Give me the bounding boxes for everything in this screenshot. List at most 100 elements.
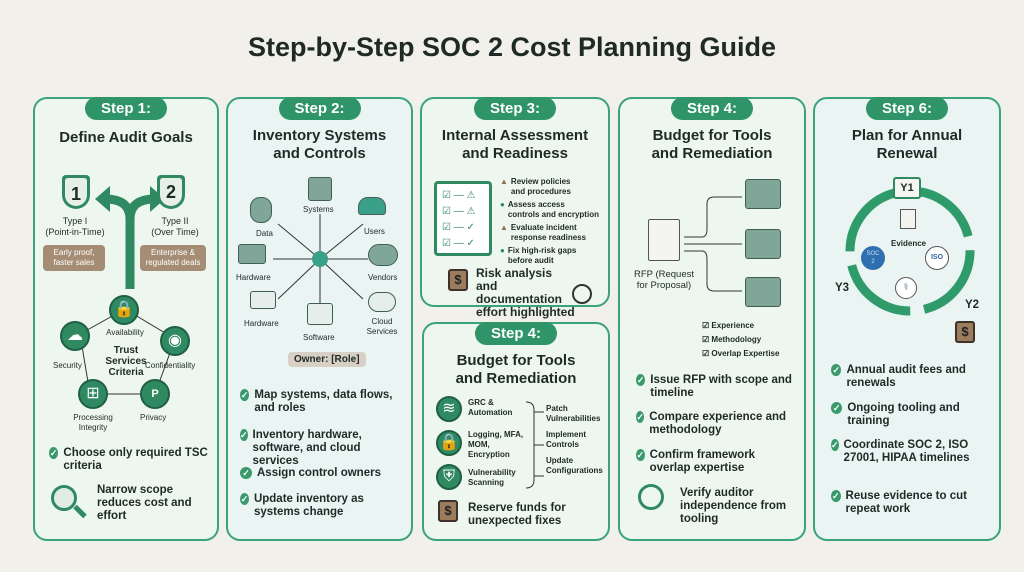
step4-title: Budget for Tools and Remediation bbox=[651, 127, 773, 162]
warning-icon: ▲ bbox=[500, 223, 508, 232]
check-icon: ✓ bbox=[636, 374, 646, 386]
reserve-text: Reserve funds for unexpected fixes bbox=[468, 502, 566, 527]
step1-bullet: ✓Choose only required TSC criteria bbox=[49, 447, 209, 473]
iso-badge-icon: ISO bbox=[925, 246, 949, 270]
criteria-text: Methodology bbox=[711, 335, 762, 344]
tsc-confidentiality: Confidentiality bbox=[145, 361, 196, 370]
action-update: Update Configurations bbox=[546, 456, 603, 475]
criteria-item: ☑ Experience bbox=[702, 321, 755, 330]
check-icon: ✓ bbox=[831, 490, 841, 502]
step4b-panel: Step 4: Budget for Tools and Remediation… bbox=[422, 322, 610, 541]
owner-tag: Owner: [Role] bbox=[288, 352, 366, 367]
step1-badge: Step 1: bbox=[84, 97, 168, 120]
tsc-availability: Availability bbox=[106, 328, 144, 337]
step2-panel: Step 2: Inventory Systems and Controls S… bbox=[226, 97, 413, 541]
independence-icon bbox=[638, 484, 664, 510]
check-icon: ✓ bbox=[831, 402, 843, 414]
assess-item: ●Fix high-risk gaps before audit bbox=[500, 246, 610, 266]
document-icon bbox=[648, 219, 680, 261]
network-lines bbox=[273, 214, 368, 304]
dollar-pin-icon: $ bbox=[438, 500, 458, 522]
scope-text: Narrow scope reduces cost and effort bbox=[97, 484, 192, 522]
check-icon: ✓ bbox=[240, 493, 249, 505]
rfp-label: RFP (Request for Proposal) bbox=[633, 269, 694, 291]
type2-label: Type II (Over Time) bbox=[151, 216, 199, 237]
step1-title: Define Audit Goals bbox=[59, 129, 193, 146]
bank-icon bbox=[745, 277, 781, 307]
step4-panel: Step 4: Budget for Tools and Remediation… bbox=[618, 97, 806, 541]
type2-number: 2 bbox=[160, 178, 182, 206]
soc2-badge-icon: SOC 2 bbox=[861, 246, 885, 270]
bank-icon bbox=[745, 179, 781, 209]
assess-item: ▲Evaluate incident response readiness bbox=[500, 223, 610, 243]
check-icon: ✓ bbox=[831, 364, 842, 376]
evidence-doc-icon bbox=[900, 209, 916, 229]
criteria-item: ☑ Methodology bbox=[702, 335, 762, 344]
tool-vuln: Vulnerability Scanning bbox=[468, 468, 516, 487]
step3-badge: Step 3: bbox=[473, 97, 557, 120]
y3-label: Y3 bbox=[835, 282, 850, 294]
criteria-list: ☑ Experience ☑ Methodology ☑ Overlap Exp… bbox=[702, 319, 779, 361]
lock-icon: 🔒 bbox=[109, 295, 139, 325]
item-text: Review policies and procedures bbox=[510, 177, 571, 196]
step2-bullet-1: ✓ Map systems, data flows, and roles bbox=[240, 389, 405, 415]
handshake-cloud-icon bbox=[368, 244, 398, 266]
step4-bullet-2: ✓Compare experience and methodology bbox=[636, 411, 796, 437]
check-icon: ✓ bbox=[240, 429, 248, 441]
bullet-text: Update inventory as systems change bbox=[253, 493, 364, 518]
step4-badge: Step 4: bbox=[670, 97, 754, 120]
tsc-privacy: Privacy bbox=[140, 413, 167, 422]
bullet-text: Issue RFP with scope and timeline bbox=[650, 374, 792, 399]
node-hardware1: Hardware bbox=[236, 273, 271, 282]
shield-2-icon: 2 bbox=[157, 175, 185, 209]
software-window-icon bbox=[307, 303, 333, 325]
verify-text: Verify auditor independence from tooling bbox=[680, 487, 787, 525]
iso-text: ISO bbox=[930, 254, 944, 261]
item-text: Fix high-risk gaps before audit bbox=[507, 246, 577, 265]
server-icon bbox=[308, 177, 332, 201]
layers-icon: ≋ bbox=[436, 396, 462, 422]
y2-label: Y2 bbox=[965, 299, 980, 311]
bullet-text: Confirm framework overlap expertise bbox=[649, 449, 756, 474]
flowchart-icon: ⊞ bbox=[78, 379, 108, 409]
lock-key-icon: 🔒 bbox=[436, 430, 462, 456]
step2-bullet-3: ✓Assign control owners bbox=[240, 467, 405, 480]
assess-item: ●Assess access controls and encryption bbox=[500, 200, 610, 220]
rfp-arrows bbox=[684, 196, 742, 292]
step4b-title: Budget for Tools and Remediation bbox=[455, 352, 577, 387]
type2-tag: Enterprise & regulated deals bbox=[140, 245, 206, 271]
node-hardware2: Hardware bbox=[244, 319, 279, 328]
step2-bullet-4: ✓ Update inventory as systems change bbox=[240, 493, 405, 519]
criteria-text: Overlap Expertise bbox=[711, 349, 780, 358]
tsc-security: Security bbox=[53, 361, 82, 370]
node-users: Users bbox=[364, 227, 385, 236]
assess-item: ▲Review policies and procedures bbox=[500, 177, 610, 197]
page-title: Step-by-Step SOC 2 Cost Planning Guide bbox=[247, 32, 777, 62]
step6-bullet-3: ✓Coordinate SOC 2, ISO 27001, HIPAA time… bbox=[831, 439, 996, 465]
node-systems: Systems bbox=[303, 205, 334, 214]
tool-logging: Logging, MFA, MOM, Encryption bbox=[468, 430, 524, 459]
soc-text: SOC 2 bbox=[866, 251, 880, 265]
evidence-label: Evidence bbox=[891, 239, 927, 248]
bullet-text: Annual audit fees and renewals bbox=[846, 364, 966, 389]
step3-items: ▲Review policies and procedures ●Assess … bbox=[500, 177, 610, 266]
bank-icon bbox=[745, 229, 781, 259]
check-icon: ✓ bbox=[240, 467, 252, 479]
bullet-text: Choose only required TSC criteria bbox=[63, 447, 208, 472]
bullet-text: Compare experience and methodology bbox=[649, 411, 787, 436]
bullet-text: Map systems, data flows, and roles bbox=[254, 389, 393, 414]
step6-panel: Step 6: Plan for Annual Renewal Y1 Y2 Y3… bbox=[813, 97, 1001, 541]
criteria-text: Experience bbox=[711, 321, 755, 330]
bracket-arrows bbox=[525, 401, 544, 489]
step2-title: Inventory Systems and Controls bbox=[252, 127, 387, 162]
check-icon: ✓ bbox=[240, 389, 250, 401]
check-icon: ● bbox=[500, 200, 505, 209]
tsc-center: Trust Services Criteria bbox=[105, 345, 147, 378]
step6-bullet-2: ✓ Ongoing tooling and training bbox=[831, 402, 996, 428]
action-patch: Patch Vulnerabilities bbox=[546, 404, 601, 423]
node-software: Software bbox=[303, 333, 335, 342]
bullet-text: Ongoing tooling and training bbox=[847, 402, 960, 427]
laptop-icon bbox=[250, 291, 276, 309]
type1-tag: Early proof, faster sales bbox=[43, 245, 105, 271]
step4-bullet-1: ✓ Issue RFP with scope and timeline bbox=[636, 374, 796, 400]
